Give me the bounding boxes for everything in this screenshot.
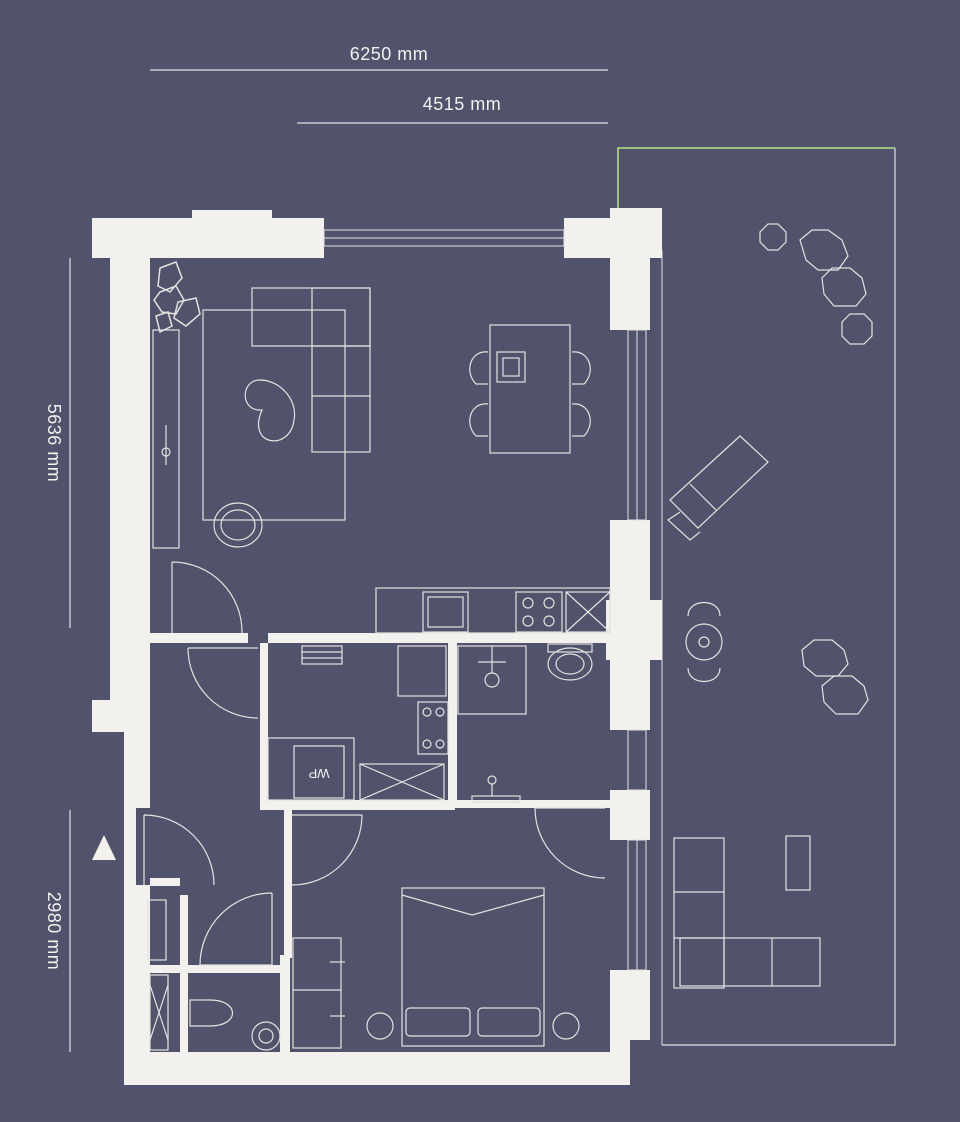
lounge-set: [673, 835, 821, 989]
bed: [401, 887, 545, 1047]
trees-top: [759, 223, 873, 345]
trees-mid: [801, 639, 869, 715]
windows: [323, 229, 647, 971]
dining-area: [469, 324, 591, 454]
dining-table: [489, 324, 571, 454]
entrance-triangle-icon: [92, 835, 116, 860]
dimension-left-upper: 5636 mm: [44, 258, 71, 628]
dimension-top-overall: 6250 mm: [150, 44, 608, 71]
bathroom: [457, 643, 593, 803]
sofa: [251, 287, 371, 453]
kitchen: [375, 587, 611, 634]
coffee-table: [244, 379, 296, 442]
dimension-left-lower: 2980 mm: [44, 810, 71, 1052]
washing-machine-label: WP: [309, 766, 330, 781]
bistro-table: [685, 602, 723, 682]
living-area: [152, 261, 371, 549]
rug: [202, 309, 346, 521]
terrace: [617, 147, 896, 1046]
terrace-furniture: [667, 223, 873, 989]
utility-room: WP: [267, 645, 449, 801]
doors: [143, 561, 606, 966]
bedroom: [292, 887, 580, 1049]
wc: [147, 899, 281, 1051]
tv-cabinet: [152, 329, 180, 549]
dimension-label-top-inner: 4515 mm: [423, 94, 502, 114]
dimension-label-left-upper: 5636 mm: [44, 404, 64, 483]
interior-walls: [150, 633, 615, 1055]
dimension-label-top-overall: 6250 mm: [350, 44, 429, 64]
dimension-top-inner: 4515 mm: [297, 94, 608, 124]
exterior-walls: [92, 208, 662, 1085]
sun-lounger: [667, 435, 769, 541]
armchair: [213, 502, 263, 548]
dimension-label-left-lower: 2980 mm: [44, 892, 64, 971]
plant: [153, 261, 201, 334]
